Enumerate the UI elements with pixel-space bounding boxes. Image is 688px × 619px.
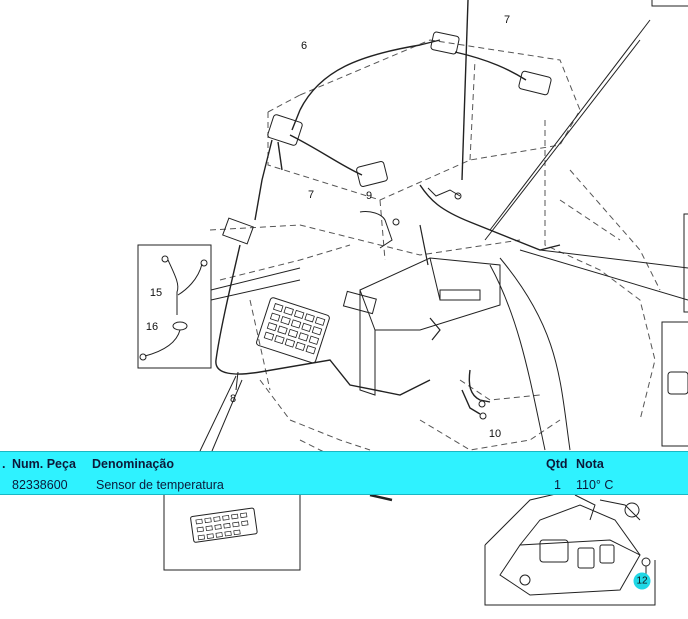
column-description: Denominação: [92, 457, 174, 471]
column-index: .: [2, 457, 6, 471]
column-note: Nota: [576, 457, 604, 471]
callout-12-highlighted[interactable]: 12: [633, 572, 651, 590]
callout-7-top[interactable]: 7: [503, 14, 511, 26]
description-cell: Sensor de temperatura: [96, 478, 224, 492]
callout-9[interactable]: 9: [365, 190, 373, 202]
note-cell: 110° C: [576, 478, 614, 492]
column-quantity: Qtd: [546, 457, 568, 471]
parts-table-header: . Num. Peça Denominação Qtd Nota: [0, 455, 688, 475]
quantity-cell: 1: [554, 478, 561, 492]
callout-6[interactable]: 6: [300, 40, 308, 52]
callout-7-mid[interactable]: 7: [307, 189, 315, 201]
part-number-cell: 82338600: [12, 478, 68, 492]
callout-16[interactable]: 16: [145, 321, 159, 333]
callout-10[interactable]: 10: [488, 428, 502, 440]
callout-8[interactable]: 8: [229, 393, 237, 405]
column-part-number: Num. Peça: [12, 457, 76, 471]
table-row[interactable]: 82338600 Sensor de temperatura 1 110° C: [0, 476, 688, 496]
parts-info-panel: . Num. Peça Denominação Qtd Nota 8233860…: [0, 451, 688, 495]
callout-15[interactable]: 15: [149, 287, 163, 299]
